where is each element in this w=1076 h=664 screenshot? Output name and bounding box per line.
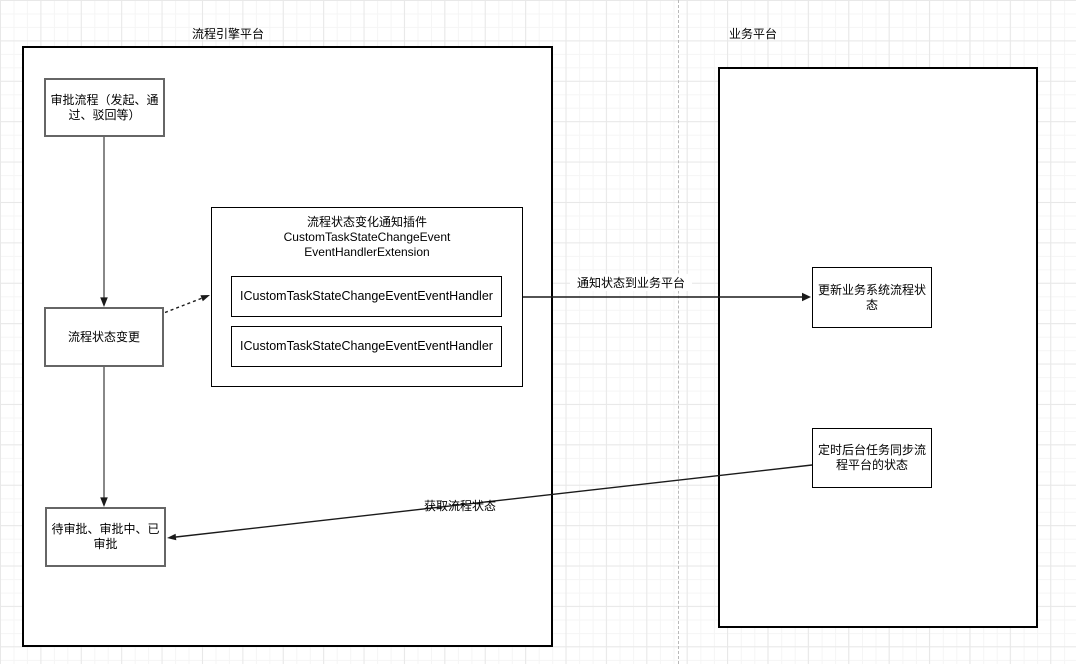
arrow-plugin-to-update-status[interactable]	[523, 292, 811, 302]
node-approval-flow[interactable]: 审批流程（发起、通过、驳回等）	[44, 78, 165, 137]
node-state-change-label: 流程状态变更	[67, 329, 140, 344]
edge-label-fetch-status: 获取流程状态	[423, 499, 496, 513]
page-break-line	[678, 0, 679, 664]
plugin-title-en-line2: EventHandlerExtension	[304, 245, 430, 259]
node-pending-status-label: 待审批、审批中、已审批	[51, 522, 160, 551]
arrow-state-change-to-pending[interactable]	[100, 367, 108, 507]
node-update-business-status-label: 更新业务系统流程状态	[817, 282, 926, 312]
arrow-timer-to-pending[interactable]	[167, 464, 813, 541]
edge-label-notify-status: 通知状态到业务平台	[570, 274, 692, 291]
node-timer-sync-task[interactable]: 定时后台任务同步流程平台的状态	[812, 428, 932, 488]
node-event-handler-1-label: ICustomTaskStateChangeEventEventHandler	[240, 289, 493, 303]
arrow-state-change-to-plugin-dashed[interactable]	[164, 295, 210, 314]
node-update-business-status[interactable]: 更新业务系统流程状态	[812, 267, 932, 328]
node-event-handler-2[interactable]: ICustomTaskStateChangeEventEventHandler	[231, 326, 502, 367]
arrow-approval-to-state-change[interactable]	[100, 137, 108, 307]
plugin-title-en-line1: CustomTaskStateChangeEvent	[283, 230, 451, 244]
node-pending-status[interactable]: 待审批、审批中、已审批	[45, 507, 166, 567]
container-business-platform[interactable]	[718, 67, 1038, 628]
node-event-handler-1[interactable]: ICustomTaskStateChangeEventEventHandler	[231, 276, 502, 317]
node-event-handler-2-label: ICustomTaskStateChangeEventEventHandler	[240, 339, 493, 353]
plugin-title-cn: 流程状态变化通知插件	[306, 215, 427, 229]
container-business-platform-title: 业务平台	[728, 27, 777, 41]
container-process-engine-title: 流程引擎平台	[191, 27, 264, 41]
node-state-change[interactable]: 流程状态变更	[44, 307, 164, 367]
plugin-title: 流程状态变化通知插件 CustomTaskStateChangeEvent Ev…	[216, 215, 518, 260]
node-approval-flow-label: 审批流程（发起、通过、驳回等）	[50, 92, 159, 122]
node-timer-sync-task-label: 定时后台任务同步流程平台的状态	[817, 443, 926, 472]
